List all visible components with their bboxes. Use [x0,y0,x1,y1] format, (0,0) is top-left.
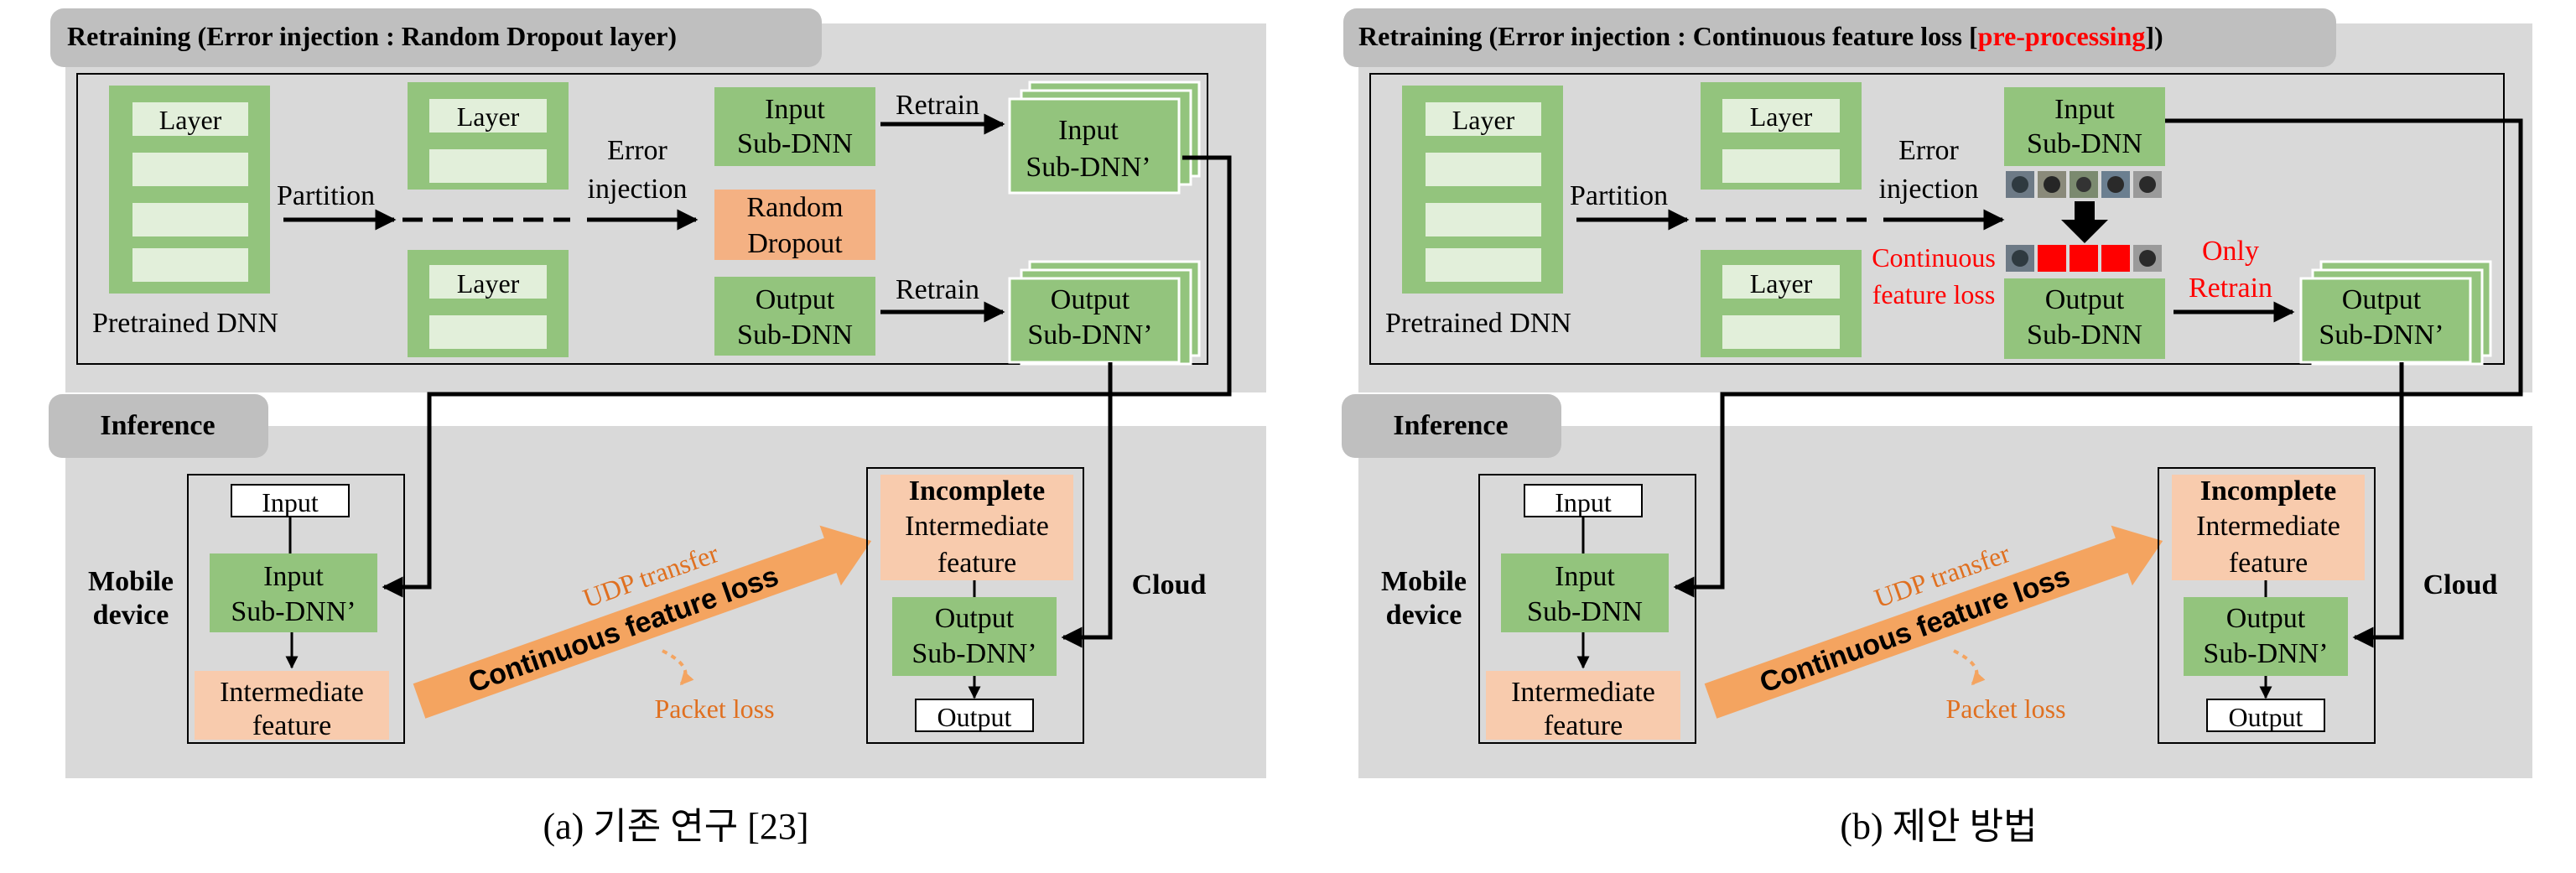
svg-text:device: device [93,600,169,631]
input-sub-dnn-a [714,87,875,166]
svg-text:Only: Only [2202,236,2259,267]
svg-text:Cloud: Cloud [2423,569,2498,600]
svg-text:Output: Output [1051,284,1130,315]
random-dropout-a [714,190,875,260]
inference-tab-b [1342,394,1561,458]
svg-text:Output: Output [935,603,1015,634]
svg-text:Packet loss: Packet loss [654,694,774,724]
retraining-title-b: Retraining (Error injection : Continuous… [1358,21,2163,51]
svg-text:Retrain: Retrain [896,90,979,121]
svg-text:Layer: Layer [1750,101,1813,132]
svg-text:Cloud: Cloud [1132,569,1207,600]
retraining-title-a: Retraining (Error injection : Random Dro… [67,21,677,51]
input-sub-dnn-prime-a [1008,97,1181,195]
caption-a: (a) 기존 연구 [23] [543,806,808,847]
svg-text:feature: feature [937,548,1016,579]
svg-text:Error: Error [1898,135,1959,166]
svg-text:Sub-DNN: Sub-DNN [737,128,853,159]
mobile-input-sub-dnn-a [210,553,377,632]
retraining-tab-a [50,8,822,67]
output-sub-dnn-prime-b [2299,277,2472,364]
svg-text:feature: feature [1544,710,1623,741]
mobile-device-box-b [1478,474,1696,744]
svg-text:Incomplete: Incomplete [2200,475,2336,507]
svg-text:Input: Input [1555,487,1612,517]
svg-text:Sub-DNN: Sub-DNN [1527,596,1643,627]
output-sub-dnn-a [714,277,875,356]
partition-label-a: Partition [277,180,375,211]
input-sub-dnn-b [2004,87,2165,166]
svg-text:Sub-DNN’: Sub-DNN’ [1027,320,1152,351]
cloud-box-b [2158,467,2376,744]
svg-text:Input: Input [2054,94,2115,125]
svg-text:Layer: Layer [1750,268,1813,299]
svg-text:Input: Input [1555,561,1615,592]
cloud-box-a [866,467,1084,744]
svg-text:Intermediate: Intermediate [2196,511,2340,542]
svg-text:Output: Output [2229,702,2303,732]
mobile-device-box-a [187,474,405,744]
svg-text:Intermediate: Intermediate [1511,677,1655,708]
svg-text:Sub-DNN’: Sub-DNN’ [1026,152,1150,183]
lost-feature-row [2006,245,2162,272]
svg-text:Sub-DNN: Sub-DNN [737,320,853,351]
svg-text:Layer: Layer [1452,105,1515,135]
output-sub-dnn-b [2004,278,2165,359]
svg-text:Mobile: Mobile [1381,566,1467,597]
svg-text:Sub-DNN: Sub-DNN [2027,320,2142,351]
svg-text:feature: feature [2229,548,2308,579]
svg-text:Sub-DNN’: Sub-DNN’ [2319,320,2444,351]
cloud-output-sub-dnn-b [2184,597,2348,676]
inference-tab-a [49,394,268,458]
svg-text:Layer: Layer [457,268,520,299]
layer-label: Layer [159,105,222,135]
cloud-output-sub-dnn-a [892,597,1057,676]
svg-text:Layer: Layer [457,101,520,132]
svg-text:Intermediate: Intermediate [905,511,1049,542]
svg-text:Output: Output [756,284,835,315]
svg-text:Inference: Inference [1393,410,1508,441]
svg-text:Input: Input [262,487,319,517]
svg-text:Sub-DNN’: Sub-DNN’ [231,596,356,627]
mobile-input-sub-dnn-b [1501,553,1669,632]
svg-text:Retrain: Retrain [896,274,979,305]
svg-text:Output: Output [2342,284,2422,315]
svg-text:injection: injection [588,174,688,205]
svg-text:Input: Input [263,561,324,592]
svg-text:Partition: Partition [1570,180,1668,211]
retraining-tab-b [1343,8,2336,67]
svg-text:Sub-DNN: Sub-DNN [2027,128,2142,159]
svg-text:Input: Input [1058,115,1119,146]
svg-text:Random: Random [746,192,843,223]
svg-text:injection: injection [1879,174,1979,205]
retraining-frame-a [76,73,1208,365]
svg-text:Mobile: Mobile [88,566,174,597]
svg-text:Retrain: Retrain [2189,273,2272,304]
svg-text:Incomplete: Incomplete [909,475,1045,507]
svg-text:Sub-DNN’: Sub-DNN’ [911,638,1036,669]
svg-text:Output: Output [2226,603,2306,634]
svg-text:feature: feature [252,710,331,741]
pretrained-label-a: Pretrained DNN [92,308,278,339]
svg-text:Pretrained DNN: Pretrained DNN [1385,308,1571,339]
svg-text:feature loss: feature loss [1872,279,1996,309]
svg-text:Packet loss: Packet loss [1945,694,2065,724]
svg-text:Output: Output [937,702,1012,732]
caption-b: (b) 제안 방법 [1840,806,2037,847]
panel-a: Retraining (Error injection : Random Dro… [49,8,1266,847]
svg-text:Input: Input [765,94,825,125]
svg-text:Intermediate: Intermediate [220,677,364,708]
svg-text:Inference: Inference [100,410,215,441]
feature-maps-row [2006,171,2162,198]
error-injection-label-a: Error [607,135,667,166]
svg-text:Sub-DNN’: Sub-DNN’ [2203,638,2328,669]
panel-b: Retraining (Error injection : Continuous… [1342,8,2532,847]
output-sub-dnn-prime-a [1008,277,1181,364]
svg-text:Dropout: Dropout [747,228,843,259]
svg-text:device: device [1386,600,1462,631]
svg-text:Continuous: Continuous [1872,242,1996,273]
svg-text:Output: Output [2045,284,2125,315]
retraining-frame-b [1369,73,2505,365]
